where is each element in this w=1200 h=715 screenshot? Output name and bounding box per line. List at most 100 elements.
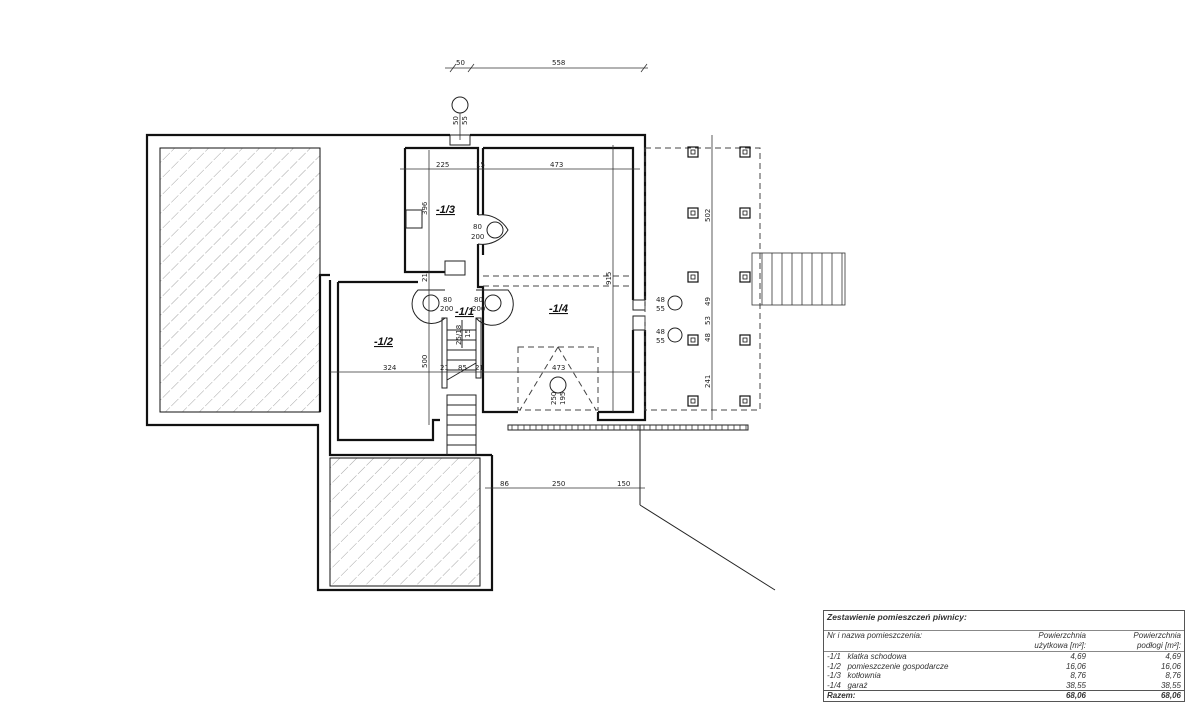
boiler-icon [444,260,466,276]
door-utility-room: 80 200 [411,289,453,324]
dim-label: 195 [559,392,567,405]
dim-label: 50 [456,59,465,67]
pergola: 502 49 53 48 241 [644,135,846,420]
dim-label: 15 [464,329,472,338]
floor-area: 4,69 [1165,652,1181,661]
dim-label: 50 [452,116,460,125]
pergola-column [687,146,699,158]
terrace-edge: 86 250 150 [485,424,776,591]
pergola-column [739,395,751,407]
dim-label: 55 [461,116,469,125]
dim-label: 324 [383,364,397,372]
door-garage: 80 200 [472,289,514,326]
pergola-column [687,395,699,407]
dim-label: 25/18 [455,325,463,345]
dim-label: 200 [440,305,453,313]
walls [145,133,647,592]
hatched-area-left [159,147,321,413]
dim-label: 15 [476,161,485,169]
col-usable-header-line2: użytkowa [m²]: [1034,640,1086,650]
room-name: -1/2 pomieszczenie gospodarcze [827,662,991,672]
dim-label: 21 [440,364,449,372]
room-name: -1/3 kotłownia [827,671,991,681]
dim-label: 473 [550,161,563,169]
table-row: -1/3 kotłownia 8,76 8,76 [824,671,1184,681]
pergola-column [687,207,699,219]
dim-label: 80 [474,296,483,304]
dim-label: 48 [656,296,665,304]
exterior-steps [751,252,846,306]
room-name: -1/4 garaż [827,681,991,691]
dim-label: 150 [617,480,630,488]
dim-label: 200 [471,233,484,241]
floor-area: 8,76 [1165,671,1181,680]
dim-label: 85 [458,364,467,372]
room-title: garaż [847,680,868,690]
table-title: Zestawienie pomieszczeń piwnicy: [824,611,1184,631]
pergola-column [739,146,751,158]
pergola-column [739,207,751,219]
room-title: pomieszczenie gospodarcze [847,661,949,671]
room-label-boiler: -1/3 [436,204,455,216]
dim-label: 225 [436,161,449,169]
dim-label: 558 [552,59,565,67]
garage-overhead-door: 250 195 [483,275,633,411]
dim-label: 55 [656,337,665,345]
usable-area: 38,55 [1065,680,1086,690]
col-floor-header-line2: podłogi [m²]: [1136,640,1181,650]
dim-label: 55 [656,305,665,313]
dim-label: 86 [500,480,509,488]
pergola-column [687,334,699,346]
dim-label: 21 [421,273,429,282]
room-name: -1/1 klatka schodowa [827,652,991,662]
usable-area: 16,06 [1065,661,1086,671]
dim-label: 48 [704,333,712,342]
usable-area: 8,76 [1070,671,1086,680]
total-floor: 68,06 [1160,691,1181,700]
pergola-column [739,334,751,346]
dim-label: 53 [704,316,712,325]
room-schedule-table: Zestawienie pomieszczeń piwnicy: Nr i na… [823,610,1185,702]
door-boiler-room: 80 200 [471,214,509,245]
room-number: -1/3 [827,671,841,680]
col-usable-header-line1: Powierzchnia [1038,631,1086,640]
dim-label: 21 [475,364,484,372]
dim-label: 502 [704,209,712,222]
dimension-lines: 225 15 473 396 500 21 324 21 85 21 473 9… [330,145,640,425]
pergola-column [739,271,751,283]
room-title: kotłownia [847,671,881,680]
room-title: klatka schodowa [847,652,907,661]
chimney-marker: 50 55 [449,96,471,146]
pergola-column [687,271,699,283]
usable-area: 4,69 [1070,652,1086,661]
room-number: -1/1 [827,652,841,661]
total-usable: 68,06 [1065,691,1086,700]
windows: 48 55 48 55 [632,295,683,345]
dim-label: 241 [704,375,712,388]
dim-label: 80 [443,296,452,304]
col-name-header: Nr i nazwa pomieszczenia: [827,631,923,640]
dim-label: 250 [552,480,565,488]
top-dimension: 50 558 [445,59,648,73]
table-total-row: Razem: 68,06 68,06 [824,690,1184,701]
dim-label: 473 [552,364,565,372]
dim-label: 49 [704,297,712,306]
dim-label: 500 [421,355,429,368]
staircase [446,320,477,381]
hatched-area-bottom [329,457,481,587]
dim-label: 396 [421,201,429,215]
col-floor-header-line1: Powierzchnia [1133,631,1181,640]
dim-label: 48 [656,328,665,336]
room-label-utility: -1/2 [374,336,393,348]
dim-label: 200 [472,305,485,313]
room-number: -1/2 [827,661,841,671]
room-label-garage: -1/4 [549,303,568,315]
room-label-stairs: -1/1 [455,306,474,318]
room-number: -1/4 [827,680,841,690]
